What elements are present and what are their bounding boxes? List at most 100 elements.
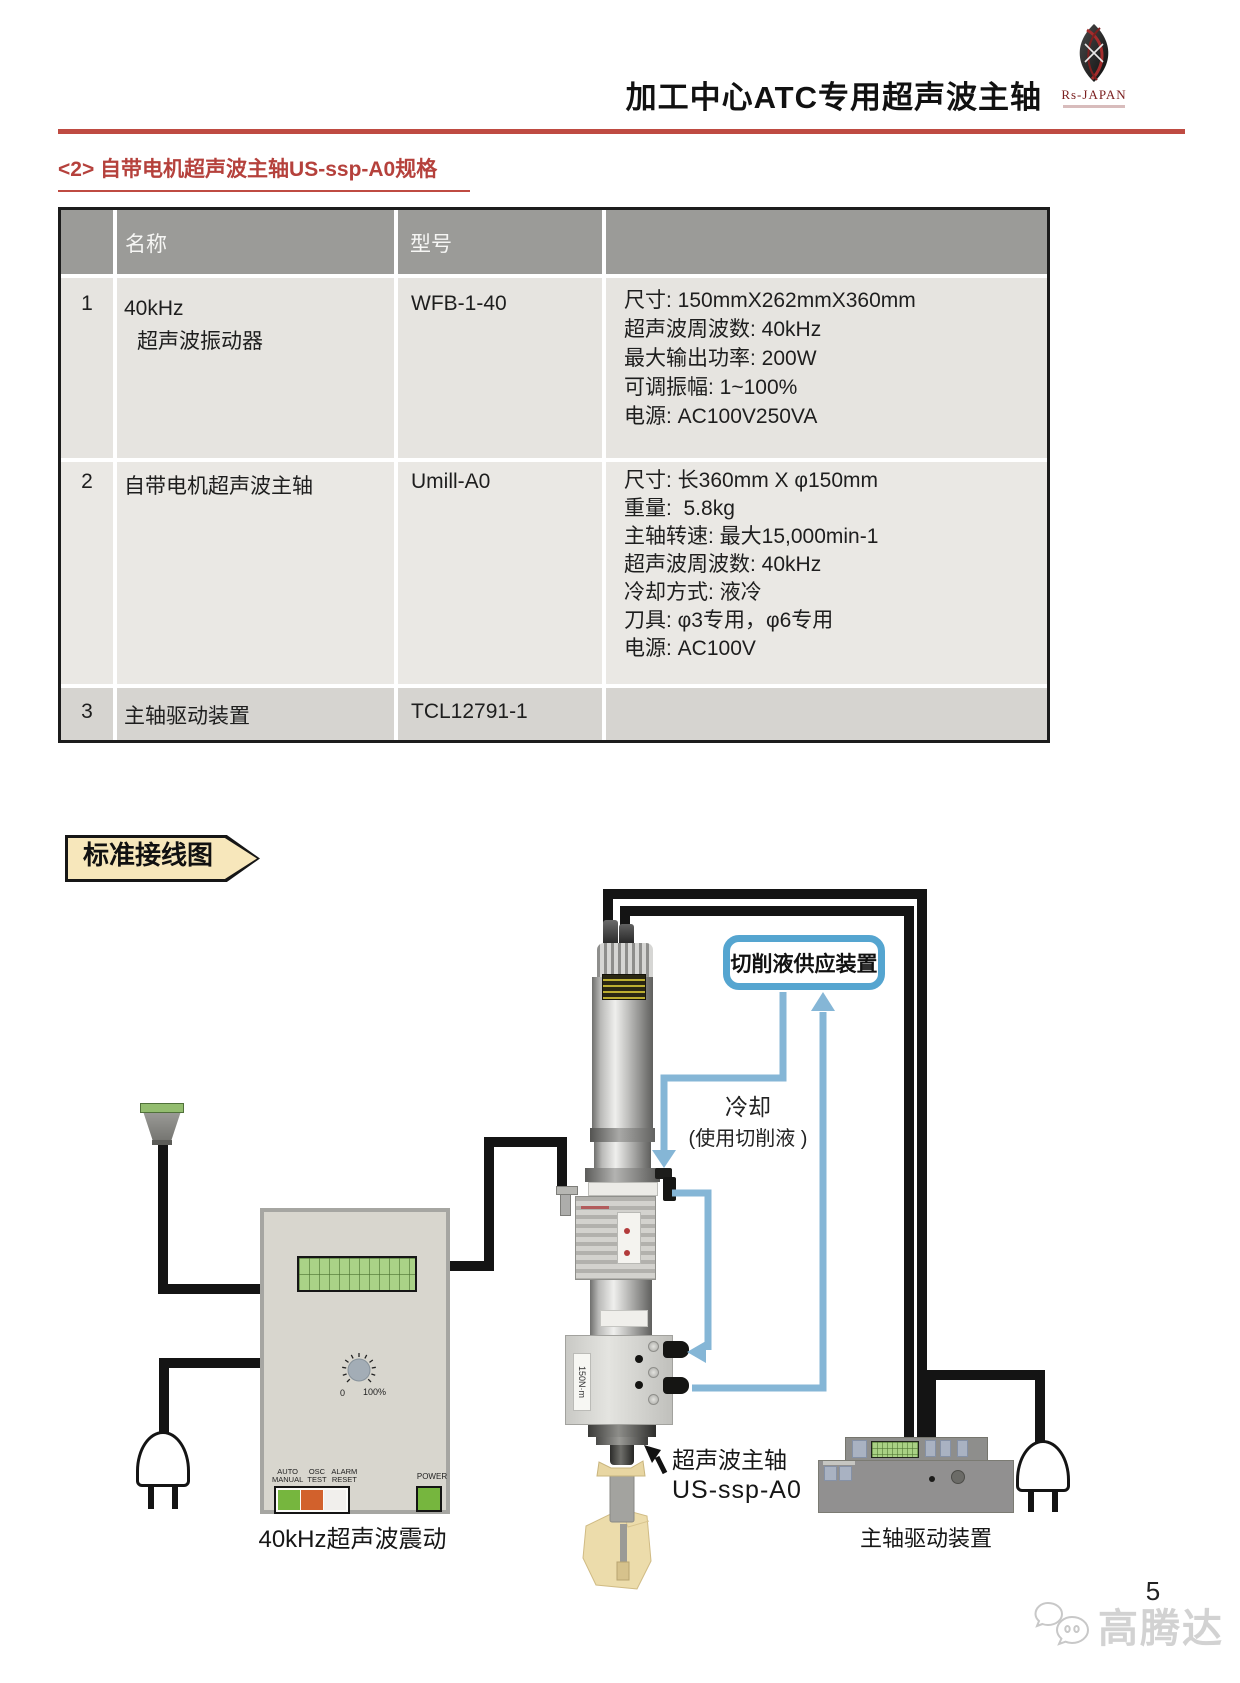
driver-indicator	[929, 1476, 935, 1482]
name-line: 超声波振动器	[137, 330, 263, 353]
plug-prong	[148, 1485, 154, 1509]
cooling-note-line: 冷却	[725, 1094, 771, 1120]
driver-button	[940, 1440, 951, 1457]
cable-controller-to-plug	[159, 1358, 262, 1434]
driver-button	[839, 1466, 852, 1481]
controller-lcd-display	[297, 1256, 417, 1292]
brand-leaf-icon	[1079, 24, 1109, 82]
arrow-up-icon	[811, 992, 835, 1011]
knob-max-label: 100%	[363, 1387, 386, 1397]
motor-red-marking	[581, 1206, 609, 1209]
name-line: 40kHz	[124, 297, 184, 320]
left-cable-fitting	[560, 1194, 571, 1216]
section-heading: <2> 自带电机超声波主轴US-ssp-A0规格	[58, 153, 470, 192]
plug-prong	[1028, 1490, 1034, 1512]
switch-label-auto-manual: AUTO MANUAL	[272, 1467, 304, 1484]
cooling-note: 冷却 (使用切削液 )	[678, 1088, 818, 1151]
head-port	[635, 1381, 643, 1389]
spec-line: 冷却方式: 液冷	[624, 581, 762, 604]
page-number: 5	[1145, 1576, 1161, 1606]
coolant-supply-label: 切削液供应装置	[730, 952, 878, 976]
foot-pedal-cap	[140, 1103, 184, 1113]
auto-manual-switch	[278, 1490, 300, 1510]
brand-name: Rs-JAPAN	[1061, 87, 1127, 102]
table-header-spec	[606, 210, 1047, 274]
tool-and-workpiece	[582, 1460, 652, 1590]
brand-logo: Rs-JAPAN	[1050, 22, 1138, 108]
head-screw	[648, 1341, 659, 1352]
power-plug-left	[136, 1431, 190, 1509]
watermark-text: 高腾达	[1098, 1607, 1224, 1651]
name-line: 自带电机超声波主轴	[124, 475, 313, 498]
row-model: TCL12791-1	[398, 688, 602, 740]
power-plug-right	[1016, 1440, 1070, 1512]
osc-test-switch	[301, 1490, 323, 1510]
spindle-chuck	[588, 1425, 656, 1437]
row-name: 自带电机超声波主轴	[117, 462, 394, 684]
spindle-callout-line: US-ssp-A0	[672, 1476, 802, 1504]
spec-line: 可调振幅: 1~100%	[624, 376, 798, 399]
power-label: POWER	[416, 1472, 448, 1481]
driver-button	[957, 1440, 968, 1457]
ultrasonic-spindle: 150N·m	[556, 890, 696, 1490]
banner-fill	[68, 838, 257, 879]
table-header-index	[61, 210, 113, 274]
row-index: 2	[61, 462, 113, 684]
switch-strip	[274, 1486, 350, 1514]
motor-connector-panel	[617, 1212, 641, 1264]
table-header-name: 名称	[117, 210, 394, 274]
spec-line: 重量: 5.8kg	[624, 497, 735, 520]
coolant-return-pipe	[692, 1012, 827, 1392]
spec-line: 电源: AC100V	[624, 637, 756, 660]
right-coolant-fitting	[663, 1177, 676, 1201]
spec-line: 尺寸: 长360mm X φ150mm	[624, 469, 879, 492]
spindle-ring	[590, 1128, 655, 1142]
chat-bubbles-icon	[1034, 1601, 1090, 1646]
tool-shank	[609, 1469, 635, 1523]
row-index: 1	[61, 278, 113, 458]
spindle-neck	[594, 1142, 651, 1168]
spindle-rating-label	[602, 974, 646, 1000]
cable-pedal-to-controller	[158, 1138, 262, 1294]
coolant-fitting-lower	[663, 1377, 689, 1394]
power-button	[416, 1486, 442, 1512]
cooling-note-line: (使用切削液 )	[688, 1128, 808, 1150]
spindle-chuck-cone	[596, 1437, 648, 1445]
spindle-lower-label	[600, 1310, 648, 1327]
page-title: 加工中心ATC专用超声波主轴	[625, 80, 1042, 115]
collet-flange	[596, 1460, 646, 1477]
plug-prong	[172, 1485, 178, 1509]
alarm-reset-switch	[324, 1490, 346, 1510]
driver-button	[852, 1440, 867, 1458]
wiring-diagram-banner: 标准接线图	[65, 835, 260, 882]
coolant-supply-box: 切削液供应装置	[723, 935, 885, 990]
brand-tagline-bar	[1063, 105, 1125, 108]
head-torque-label: 150N·m	[573, 1353, 591, 1411]
spindle-nose	[610, 1445, 634, 1465]
panel-red-dot	[624, 1228, 630, 1234]
amplitude-knob: 0 100%	[340, 1353, 386, 1398]
drill-pin	[620, 1524, 627, 1566]
row-specs: 尺寸: 150mmX262mmX360mm 超声波周波数: 40kHz 最大输出…	[606, 278, 1047, 458]
spec-line: 超声波周波数: 40kHz	[624, 318, 822, 341]
foot-pedal-rim	[152, 1140, 172, 1145]
drill-tip	[616, 1561, 630, 1581]
switch-label-alarm-reset: ALARM RESET	[331, 1467, 358, 1484]
panel-red-dot	[624, 1250, 630, 1256]
driver-caption: 主轴驱动装置	[859, 1526, 992, 1551]
driver-button	[925, 1440, 936, 1457]
oscillator-controller: 0 100% AUTO MANUAL OSC TEST ALARM RESET …	[260, 1208, 450, 1514]
row-name: 40kHz 超声波振动器	[117, 278, 394, 458]
coolant-fitting-upper	[663, 1341, 689, 1358]
plug-dome	[136, 1431, 190, 1487]
driver-lcd-display	[871, 1441, 919, 1458]
switch-labels: AUTO MANUAL OSC TEST ALARM RESET	[272, 1468, 358, 1484]
driver-button	[824, 1466, 837, 1481]
spec-line: 刀具: φ3专用，φ6专用	[624, 609, 834, 632]
row-model: WFB-1-40	[398, 278, 602, 458]
head-screw	[648, 1394, 659, 1405]
spindle-white-band	[588, 1182, 658, 1196]
head-screw	[648, 1367, 659, 1378]
row-index: 3	[61, 688, 113, 740]
table-header-model: 型号	[398, 210, 602, 274]
